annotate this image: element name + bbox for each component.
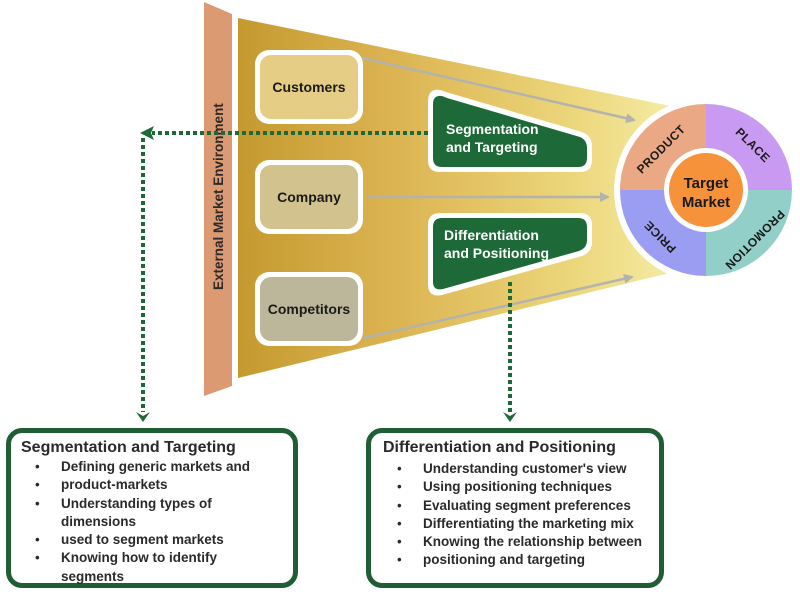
segmentation-details-title: Segmentation and Targeting	[21, 439, 236, 456]
competitors-label: Competitors	[268, 301, 351, 317]
detail-item: segments	[61, 568, 125, 584]
competitors-arrow	[363, 273, 634, 340]
input-competitors: Competitors	[255, 272, 363, 346]
detail-item: Understanding customer's view	[383, 460, 651, 479]
segmentation-details-box: Segmentation and Targeting Defining gene…	[6, 428, 298, 588]
detail-item: product-markets	[21, 476, 285, 495]
environment-label: External Market Environment	[211, 103, 226, 290]
differentiation-label-2: and Positioning	[444, 245, 549, 261]
detail-item: Knowing how to identify	[21, 549, 285, 568]
company-label: Company	[277, 189, 341, 205]
detail-item: Knowing the relationship between	[383, 533, 651, 552]
environment-bar	[204, 2, 232, 396]
detail-item: positioning and targeting	[383, 551, 651, 570]
segmentation-connector-arrowhead-down	[136, 412, 150, 422]
process-differentiation: Differentiation and Positioning	[428, 213, 592, 296]
process-segmentation: Segmentation and Targeting	[428, 89, 592, 172]
target-market-circle	[669, 153, 743, 227]
detail-item: Using positioning techniques	[383, 478, 651, 497]
input-customers: Customers	[255, 50, 363, 124]
target-market-label: Target	[684, 175, 729, 192]
segmentation-label-2: and Targeting	[446, 139, 538, 155]
detail-item: dimensions	[61, 513, 137, 529]
segmentation-details-list: Defining generic markets andproduct-mark…	[21, 458, 285, 586]
detail-item: Differentiating the marketing mix	[383, 515, 651, 534]
customers-arrow	[361, 56, 636, 124]
marketing-mix-wheel: Target Market PRODUCT PLACE PROMOTION PR…	[614, 98, 798, 282]
differentiation-connector-arrowhead-down	[503, 412, 517, 422]
detail-item: used to segment markets	[21, 531, 285, 550]
differentiation-details-box: Differentiation and Positioning Understa…	[366, 428, 664, 588]
detail-item: Defining generic markets and	[21, 458, 285, 477]
differentiation-details-list: Understanding customer's viewUsing posit…	[383, 460, 651, 570]
differentiation-details-title: Differentiation and Positioning	[383, 439, 616, 456]
customers-label: Customers	[272, 79, 345, 95]
differentiation-label: Differentiation	[444, 227, 539, 243]
detail-item: Evaluating segment preferences	[383, 497, 651, 516]
segmentation-label: Segmentation	[446, 121, 539, 137]
segmentation-connector-arrowhead-left	[140, 126, 154, 140]
target-market-label-2: Market	[682, 194, 730, 211]
input-company: Company	[255, 160, 363, 234]
detail-item: Understanding types of	[21, 495, 285, 514]
